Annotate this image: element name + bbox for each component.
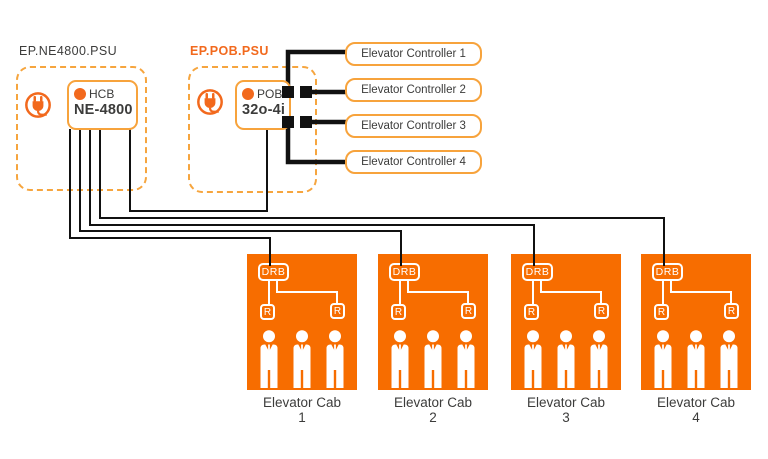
person-icon — [654, 330, 672, 388]
elevator-controller-box-2: Elevator Controller 2 — [345, 78, 482, 102]
person-icon — [326, 330, 344, 388]
cab-number: 3 — [562, 410, 570, 425]
elevator-cab-3: DRB R R Elevator Cab 3 — [511, 254, 621, 425]
drb-box: DRB — [652, 263, 683, 281]
cab-body: DRB R R — [378, 254, 488, 390]
io-connector-square — [300, 116, 312, 128]
person-icon — [260, 330, 278, 388]
cab-wire — [276, 291, 338, 293]
cab-wire — [407, 291, 469, 293]
cab-caption-label: Elevator Cab — [393, 395, 473, 410]
person-icon — [457, 330, 475, 388]
controller-label: Elevator Controller 4 — [361, 156, 466, 168]
elevator-cab-2: DRB R R Elevator Cab 2 — [378, 254, 488, 425]
elevator-controller-box-1: Elevator Controller 1 — [345, 42, 482, 66]
passenger-group — [641, 330, 751, 388]
cab-wire — [730, 291, 732, 304]
drb-box: DRB — [258, 263, 289, 281]
cab-caption-label: Elevator Cab — [526, 395, 606, 410]
cab-wire — [670, 291, 732, 293]
person-icon — [557, 330, 575, 388]
relay-box-right: R — [461, 303, 476, 319]
relay-box-right: R — [724, 303, 739, 319]
cab-number: 1 — [298, 410, 306, 425]
cab-caption: Elevator Cab 4 — [641, 395, 751, 425]
relay-box-left: R — [654, 304, 669, 320]
person-icon — [424, 330, 442, 388]
cab-wire — [276, 280, 278, 293]
status-dot-icon — [74, 88, 86, 100]
cab-wire — [540, 291, 602, 293]
cab-wire — [600, 291, 602, 304]
relay-box-right: R — [330, 303, 345, 319]
cab-wire — [662, 280, 664, 306]
power-plug-icon — [197, 89, 223, 115]
person-icon — [391, 330, 409, 388]
cab-wire — [399, 280, 401, 306]
cab-wire — [532, 280, 534, 306]
power-plug-icon — [25, 92, 51, 118]
drb-box: DRB — [389, 263, 420, 281]
cab-wire — [268, 280, 270, 306]
cab-caption: Elevator Cab 2 — [378, 395, 488, 425]
psu-label-pob: EP.POB.PSU — [190, 44, 269, 58]
cab-caption: Elevator Cab 1 — [247, 395, 357, 425]
io-connector-square — [300, 86, 312, 98]
cab-caption: Elevator Cab 3 — [511, 395, 621, 425]
controller-label: Elevator Controller 1 — [361, 48, 466, 60]
person-icon — [524, 330, 542, 388]
cab-wire — [467, 291, 469, 304]
cab-body: DRB R R — [641, 254, 751, 390]
elevator-cab-4: DRB R R Elevator Cab 4 — [641, 254, 751, 425]
hcb-model: NE-4800 — [74, 102, 133, 118]
controller-label: Elevator Controller 2 — [361, 84, 466, 96]
relay-box-left: R — [260, 304, 275, 320]
cab-body: DRB R R — [511, 254, 621, 390]
relay-box-left: R — [524, 304, 539, 320]
cab-wire — [670, 280, 672, 293]
hcb-device-box: HCB NE-4800 — [67, 80, 138, 130]
elevator-controller-box-4: Elevator Controller 4 — [345, 150, 482, 174]
passenger-group — [511, 330, 621, 388]
elevator-cab-1: DRB R R Elevator Cab 1 — [247, 254, 357, 425]
cab-number: 4 — [692, 410, 700, 425]
cab-number: 2 — [429, 410, 437, 425]
cab-caption-label: Elevator Cab — [656, 395, 736, 410]
cab-body: DRB R R — [247, 254, 357, 390]
person-icon — [293, 330, 311, 388]
drb-box: DRB — [522, 263, 553, 281]
person-icon — [687, 330, 705, 388]
io-connector-square — [282, 116, 294, 128]
io-connector-square — [282, 86, 294, 98]
relay-box-left: R — [391, 304, 406, 320]
passenger-group — [378, 330, 488, 388]
person-icon — [720, 330, 738, 388]
cab-wire — [407, 280, 409, 293]
psu-label-ne4800: EP.NE4800.PSU — [19, 44, 118, 58]
status-dot-icon — [242, 88, 254, 100]
controller-label: Elevator Controller 3 — [361, 120, 466, 132]
passenger-group — [247, 330, 357, 388]
cab-caption-label: Elevator Cab — [262, 395, 342, 410]
pob-model: 32o-4i — [242, 102, 286, 118]
elevator-controller-box-3: Elevator Controller 3 — [345, 114, 482, 138]
relay-box-right: R — [594, 303, 609, 319]
pob-tag: POB — [257, 87, 283, 101]
cab-wire — [336, 291, 338, 304]
hcb-tag: HCB — [89, 87, 115, 101]
person-icon — [590, 330, 608, 388]
cab-wire — [540, 280, 542, 293]
